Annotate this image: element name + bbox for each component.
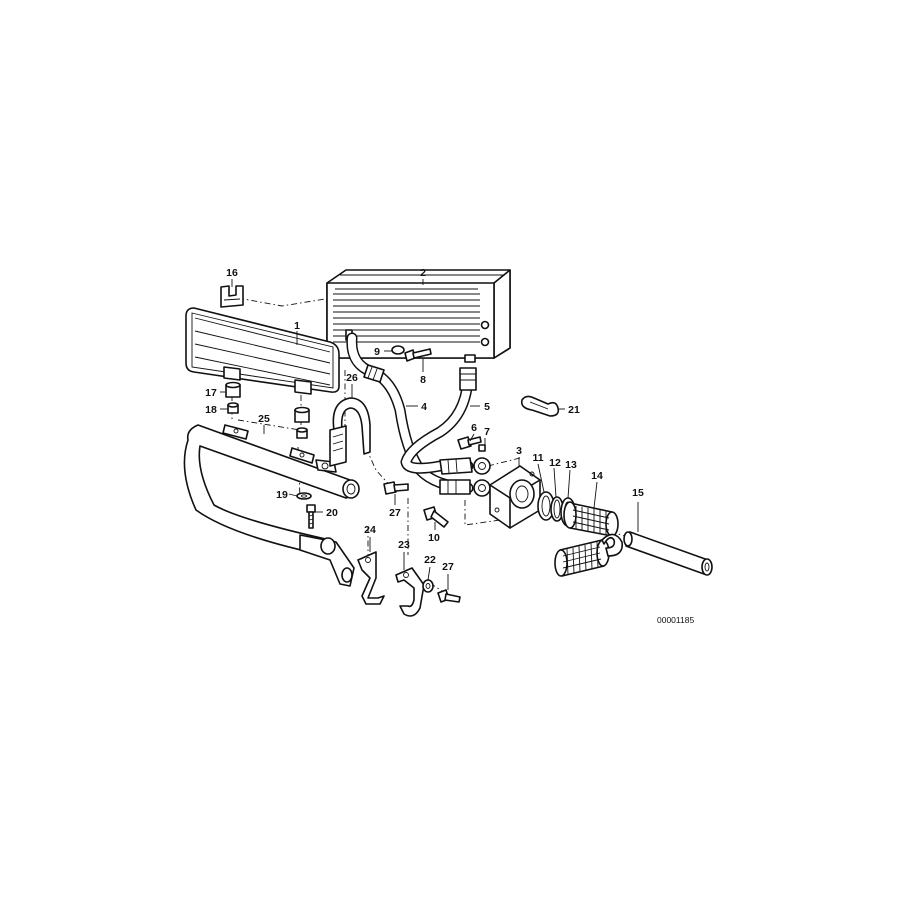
callout-11: 11 [532, 452, 543, 464]
callout-8: 8 [420, 374, 426, 386]
holder-23 [395, 567, 425, 617]
callout-7: 7 [484, 426, 490, 438]
callout-26: 26 [346, 372, 358, 384]
hose-clamp-26 [329, 397, 371, 467]
leader-lines [220, 279, 639, 590]
bracket-21 [520, 395, 560, 417]
clip-16 [220, 285, 244, 308]
nut-22 [422, 579, 434, 593]
callout-21: 21 [568, 404, 580, 416]
callout-1: 1 [294, 320, 300, 332]
callout-16: 16 [226, 267, 238, 279]
callout-19: 19 [276, 489, 288, 501]
bolts-10-27 [383, 481, 461, 603]
callout-25: 25 [258, 413, 270, 425]
callout-4: 4 [421, 401, 427, 413]
callout-5: 5 [484, 401, 490, 413]
carrier-tube [183, 424, 360, 587]
center-tube [623, 531, 713, 576]
cooler-grille [185, 307, 340, 395]
callout-3: 3 [516, 445, 522, 457]
callout-6: 6 [471, 422, 477, 434]
callout-22: 22 [424, 554, 436, 566]
callout-18: 18 [205, 404, 217, 416]
callout-13: 13 [565, 459, 577, 471]
callout-27-upper: 27 [389, 507, 401, 519]
callout-27-lower: 27 [442, 561, 454, 573]
callout-15: 15 [632, 487, 644, 499]
callout-20: 20 [326, 507, 338, 519]
rubber-mounts [225, 381, 310, 439]
bolt-6-7 [457, 436, 486, 452]
callout-labels: 16 2 1 9 8 4 5 17 18 26 25 6 7 3 11 12 1… [205, 267, 644, 573]
callout-9: 9 [374, 346, 380, 358]
callout-14: 14 [591, 470, 603, 482]
callout-17: 17 [205, 387, 217, 399]
reference-number: 00001185 [657, 615, 694, 625]
filter-head [489, 465, 541, 529]
washer-bolt-19-20 [296, 492, 316, 529]
holder-24 [357, 551, 385, 605]
callout-10: 10 [428, 532, 440, 544]
callout-24: 24 [364, 524, 376, 536]
filter-cartridge [554, 501, 624, 577]
bolt-8-9 [391, 345, 432, 362]
callout-23: 23 [398, 539, 410, 551]
oil-hoses [346, 332, 491, 497]
callout-12: 12 [549, 457, 561, 469]
callout-2: 2 [420, 267, 426, 279]
